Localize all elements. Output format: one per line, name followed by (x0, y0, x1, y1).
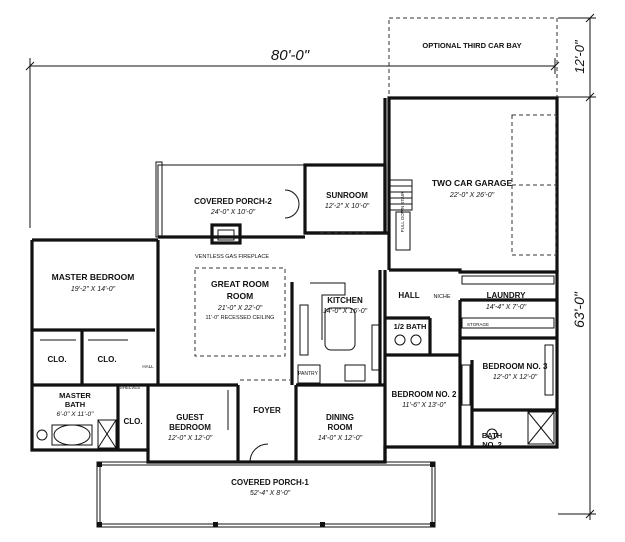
niche-label: NICHE (433, 294, 450, 300)
kitchen-size: 14'-0" X 16'-0" (323, 308, 368, 315)
dining-size: 14'-0" X 12'-0" (318, 435, 363, 442)
bay-depth-label: 12'-0" (572, 39, 587, 74)
fireplace-label: VENTLESS GAS FIREPLACE (195, 254, 269, 260)
covered-porch-2-size: 24'-0" X 10'-0" (210, 209, 256, 216)
bath-2-label: BATH (482, 431, 502, 440)
great-room-label: GREAT ROOM (211, 279, 269, 289)
great-room-label-2: ROOM (227, 291, 253, 301)
optional-bay: OPTIONAL THIRD CAR BAY (388, 17, 558, 99)
pull-down-stair-label: PULL DOWN STAIR (400, 191, 405, 233)
half-bath-label: 1/2 BATH (394, 322, 427, 331)
pantry-label: PANTRY (298, 371, 318, 377)
foyer-label: FOYER (253, 406, 281, 415)
covered-porch-2-label: COVERED PORCH-2 (194, 197, 272, 206)
storage-label: STORAGE (467, 322, 489, 327)
bedroom-3-label: BEDROOM NO. 3 (483, 362, 548, 371)
great-room-ceiling-note: 11'-0" RECESSED CEILING (206, 315, 275, 321)
covered-porch-1-size: 52'-4" X 8'-0" (250, 490, 291, 497)
guest-bedroom-size: 12'-0" X 12'-0" (168, 435, 213, 442)
dining-label: DINING (326, 413, 354, 422)
hall-small-label: HALL (142, 364, 154, 369)
laundry-label: LAUNDRY (487, 291, 526, 300)
optional-bay-label: OPTIONAL THIRD CAR BAY (422, 41, 521, 50)
dining-label-2: ROOM (328, 423, 353, 432)
room-labels: TWO CAR GARAGE 22'-0" X 26'-0" COVERED P… (47, 178, 548, 497)
bedroom-2-label: BEDROOM NO. 2 (392, 390, 457, 399)
overall-depth-label: 63'-0" (571, 291, 587, 328)
garage-size: 22'-0" X 26'-0" (449, 192, 495, 199)
kitchen-label: KITCHEN (327, 296, 363, 305)
sunroom-size: 12'-2" X 10'-0" (325, 203, 370, 210)
bath-2-label-2: NO. 2 (482, 440, 502, 449)
closet-3-label: CLO. (123, 417, 142, 426)
great-room-size: 21'-0" X 22'-0" (217, 305, 263, 312)
laundry-size: 14'-4" X 7'-0" (486, 304, 527, 311)
guest-bedroom-label: GUEST (176, 413, 204, 422)
overall-width-dimension: 80'-0" (25, 47, 560, 228)
bedroom-3-size: 12'-0" X 12'-0" (493, 374, 538, 381)
closet-1-label: CLO. (47, 355, 66, 364)
bedroom-2-size: 11'-6" X 13'-0" (402, 402, 446, 409)
closet-2-label: CLO. (97, 355, 116, 364)
master-bath-label-2: BATH (65, 400, 85, 409)
master-bath-size: 6'-0" X 11'-0" (57, 411, 95, 418)
sunroom-label: SUNROOM (326, 191, 368, 200)
covered-porch-1 (96, 461, 436, 528)
overall-depth-dimension: 12'-0" 63'-0" (558, 13, 596, 520)
master-bedroom-label: MASTER BEDROOM (52, 272, 135, 282)
master-bath-label: MASTER (59, 391, 91, 400)
shelves-label: SHELVES (120, 385, 140, 390)
covered-porch-1-label: COVERED PORCH-1 (231, 478, 309, 487)
master-bedroom-size: 19'-2" X 14'-0" (71, 286, 116, 293)
fixtures (36, 179, 555, 463)
overall-width-label: 80'-0" (271, 47, 310, 64)
garage-label: TWO CAR GARAGE (432, 178, 513, 188)
hall-label: HALL (398, 291, 419, 300)
guest-bedroom-label-2: BEDROOM (169, 423, 211, 432)
